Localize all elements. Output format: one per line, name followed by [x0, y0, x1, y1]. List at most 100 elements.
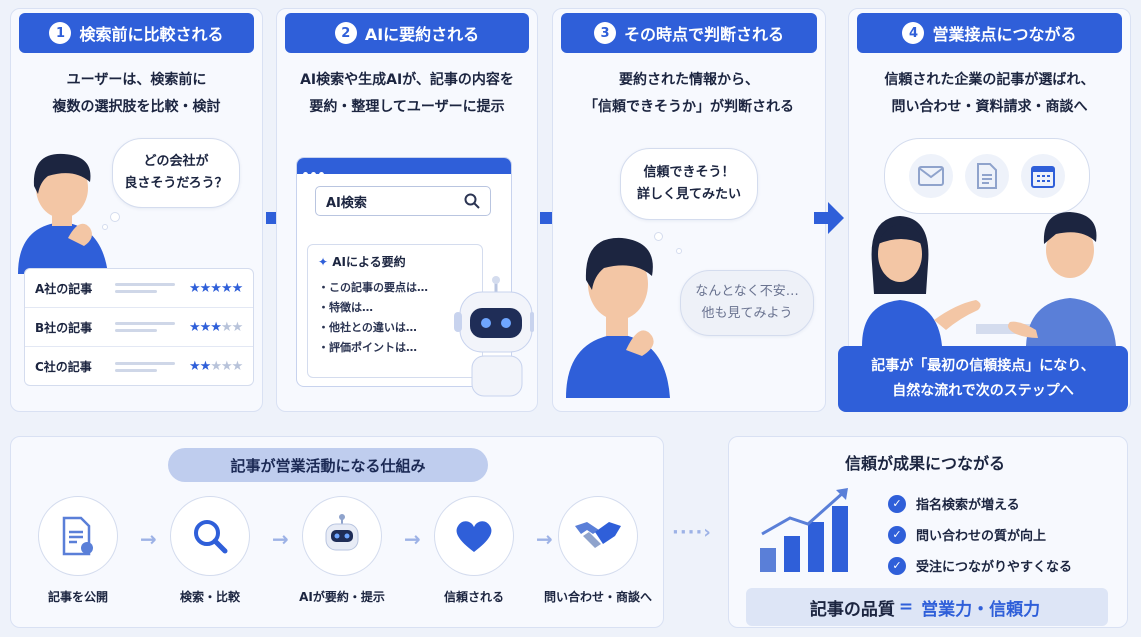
step-number: 2 — [334, 22, 357, 44]
desc-line: 要約された情報から、 — [619, 72, 759, 88]
search-text: AI検索 — [326, 195, 367, 211]
search-input[interactable]: AI検索 — [315, 186, 491, 216]
placeholder-lines — [115, 358, 175, 376]
check-icon: ✓ — [888, 494, 906, 513]
thought-bubble: どの会社が 良さそうだろう？ — [112, 138, 240, 208]
summary-item: ・他社との違いは… — [318, 321, 417, 334]
thinking-person-illustration — [18, 153, 108, 274]
arrow-right-icon: → — [272, 527, 289, 551]
mechanism-step: 検索・比較 — [150, 496, 270, 605]
summary-item: ・特徴は… — [318, 301, 373, 314]
mechanism-step: 問い合わせ・商談へ — [538, 496, 658, 605]
quality-right: 営業力・信頼力 — [921, 599, 1041, 620]
summary-header: ✦ AIによる要約 — [318, 253, 472, 270]
arrow-right-icon: → — [404, 527, 421, 551]
list-item[interactable]: C社の記事 ★★★★★ — [25, 347, 253, 385]
desc-line: 「信頼できそうか」が判断される — [584, 99, 794, 115]
window-titlebar — [297, 158, 511, 177]
result-item: ✓ 指名検索が増える — [888, 494, 1020, 513]
negative-thought-bubble: なんとなく不安… 他も見てみよう — [680, 270, 814, 336]
ai-summary-panel: ✦ AIによる要約 ・この記事の要点は… ・特徴は… ・他社との違いは… ・評価… — [307, 244, 483, 378]
bubble-dot — [676, 248, 682, 254]
star-rating: ★★★★★ — [189, 280, 243, 296]
summary-item: ・評価ポイントは… — [318, 341, 417, 354]
mechanism-step: 信頼される — [414, 496, 534, 605]
mechanism-title: 記事が営業活動になる仕組み — [168, 448, 488, 482]
bubble-line: 詳しく見てみたい — [636, 187, 741, 202]
check-icon: ✓ — [888, 525, 906, 544]
result-item: ✓ 受注につながりやすくなる — [888, 556, 1072, 575]
step-title: 営業接点につながる — [932, 25, 1077, 44]
mechanism-step-label: 信頼される — [443, 590, 504, 604]
step-header-4: 4 営業接点につながる — [857, 13, 1122, 53]
step-title: その時点で判断される — [623, 25, 784, 44]
bubble-line: どの会社が — [143, 154, 209, 169]
summary-item: ・この記事の要点は… — [318, 281, 428, 294]
contact-icons-bubble — [884, 138, 1090, 214]
company-article-list: A社の記事 ★★★★★ B社の記事 ★★★★★ C社の記事 ★★★★★ — [24, 268, 254, 386]
robot-icon — [454, 276, 534, 397]
desc-line: 複数の選択肢を比較・検討 — [52, 99, 221, 115]
company-name: B社の記事 — [35, 320, 93, 335]
result-item: ✓ 問い合わせの質が向上 — [888, 525, 1046, 544]
result-label: 指名検索が増える — [916, 498, 1020, 513]
mail-icon — [909, 154, 953, 198]
company-name: A社の記事 — [35, 281, 93, 296]
list-item[interactable]: B社の記事 ★★★★★ — [25, 308, 253, 347]
placeholder-lines — [115, 318, 175, 336]
star-rating: ★★★★★ — [189, 359, 243, 374]
search-icon[interactable] — [464, 193, 480, 209]
thinking-person-illustration — [566, 237, 670, 398]
mechanism-step-label: 記事を公開 — [47, 590, 108, 604]
check-icon: ✓ — [888, 556, 906, 575]
heart-icon — [434, 496, 514, 576]
bubble-line: 信頼できそう！ — [643, 165, 735, 180]
step-header-1: 1 検索前に比較される — [19, 13, 254, 53]
search-icon — [170, 496, 250, 576]
mechanism-step: 記事を公開 — [18, 496, 138, 605]
step-header-3: 3 その時点で判断される — [561, 13, 817, 53]
banner-line: 自然な流れで次のステップへ — [892, 383, 1074, 399]
arrow-right-icon: → — [536, 527, 553, 551]
step-description: ユーザーは、検索前に 複数の選択肢を比較・検討 — [21, 67, 252, 121]
star-rating: ★★★★★ — [189, 319, 243, 335]
result-label: 受注につながりやすくなる — [916, 560, 1073, 575]
step-title: AIに要約される — [364, 25, 480, 44]
step-number: 1 — [49, 22, 72, 44]
step-description: 要約された情報から、 「信頼できそうか」が判断される — [563, 67, 815, 121]
step-header-2: 2 AIに要約される — [285, 13, 529, 53]
desc-line: 信頼された企業の記事が選ばれ、 — [884, 72, 1095, 88]
bubble-dot — [654, 232, 663, 241]
desc-line: 要約・整理してユーザーに提示 — [309, 99, 505, 115]
result-label: 問い合わせの質が向上 — [916, 529, 1047, 544]
arrow-right-icon: → — [140, 527, 157, 551]
banner-line: 記事が「最初の信頼接点」になり、 — [871, 358, 1095, 374]
desc-line: AI検索や生成AIが、記事の内容を — [300, 72, 514, 88]
handshake-icon — [558, 496, 638, 576]
flow-arrow-icon — [814, 202, 844, 234]
desc-line: ユーザーは、検索前に — [66, 72, 207, 88]
step-number: 3 — [593, 22, 616, 44]
mechanism-step: AIが要約・提示 — [282, 496, 402, 605]
mechanism-step-label: 問い合わせ・商談へ — [543, 590, 652, 604]
step-title: 検索前に比較される — [79, 25, 224, 44]
company-name: C社の記事 — [35, 360, 92, 374]
list-item[interactable]: A社の記事 ★★★★★ — [25, 269, 253, 308]
desc-line: 問い合わせ・資料請求・商談へ — [891, 99, 1088, 115]
document-icon — [965, 154, 1009, 198]
robot-icon — [302, 496, 382, 576]
step-description: 信頼された企業の記事が選ばれ、 問い合わせ・資料請求・商談へ — [859, 67, 1120, 121]
positive-thought-bubble: 信頼できそう！ 詳しく見てみたい — [620, 148, 758, 220]
ai-search-window: AI検索 ✦ AIによる要約 ・この記事の要点は… ・特徴は… ・他社との違いは… — [296, 157, 512, 387]
trust-touchpoint-banner: 記事が「最初の信頼接点」になり、 自然な流れで次のステップへ — [838, 346, 1128, 412]
sparkle-icon: ✦ — [318, 255, 329, 269]
bubble-line: なんとなく不安… — [695, 284, 799, 299]
quality-equals: = — [898, 597, 914, 617]
results-title: 信頼が成果につながる — [844, 454, 1005, 473]
bubble-line: 他も見てみよう — [701, 306, 793, 321]
calendar-icon — [1021, 154, 1065, 198]
mechanism-step-label: 検索・比較 — [179, 590, 240, 604]
dotted-arrow-icon: ····› — [672, 522, 712, 543]
growth-chart-icon — [760, 488, 848, 572]
bubble-dot — [102, 224, 108, 230]
